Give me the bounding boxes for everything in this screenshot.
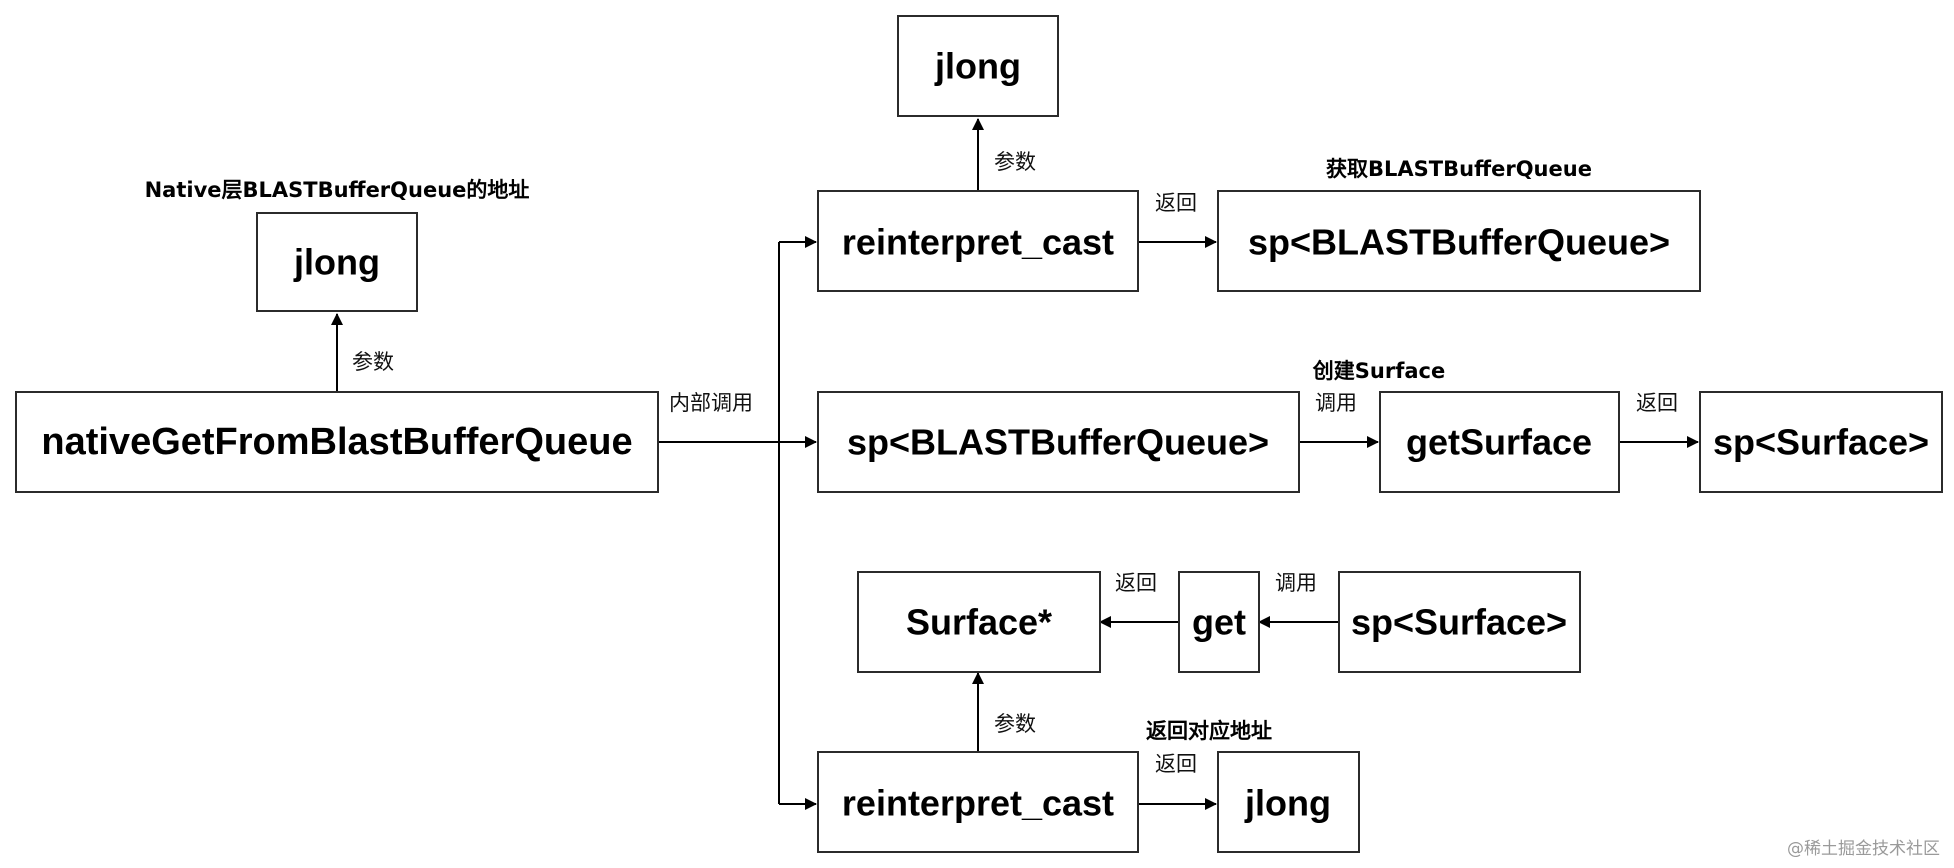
edge-label-return-top: 返回: [1155, 191, 1197, 215]
node-sp-surface-right-label: sp<Surface>: [1713, 422, 1929, 463]
node-get-label: get: [1192, 602, 1246, 643]
node-sp-bbq-return: sp<BLASTBufferQueue>: [1217, 190, 1701, 292]
node-jlong-param: jlong: [256, 212, 418, 312]
caption-native-address: Native层BLASTBufferQueue的地址: [145, 178, 530, 202]
edge-label-param-bottom: 参数: [994, 712, 1036, 736]
captions: Native层BLASTBufferQueue的地址 获取BLASTBuffer…: [145, 157, 1592, 743]
node-jlong-bottom-label: jlong: [1244, 783, 1331, 824]
node-sp-surface-low-label: sp<Surface>: [1351, 602, 1567, 643]
node-cast-top-label: reinterpret_cast: [842, 222, 1114, 263]
node-surface-ptr: Surface*: [857, 571, 1101, 673]
edge-label-return-bottom: 返回: [1155, 752, 1197, 776]
watermark: @稀土掘金技术社区: [1787, 839, 1940, 859]
node-cast-bottom-label: reinterpret_cast: [842, 783, 1114, 824]
edge-label-return-mid: 返回: [1636, 391, 1678, 415]
node-sp-bbq-mid-label: sp<BLASTBufferQueue>: [847, 422, 1269, 463]
node-get-surface: getSurface: [1379, 391, 1620, 493]
node-jlong-top-label: jlong: [934, 46, 1021, 87]
node-sp-surface-right: sp<Surface>: [1699, 391, 1943, 493]
node-cast-top: reinterpret_cast: [817, 190, 1139, 292]
edges: [331, 118, 1699, 810]
edge-label-call-mid: 调用: [1315, 391, 1357, 415]
edge-label-param-top: 参数: [994, 150, 1036, 174]
caption-get-bbq: 获取BLASTBufferQueue: [1326, 157, 1592, 181]
edge-labels: 参数 内部调用 参数 返回 调用 返回 返回 调用 参数 返回: [352, 150, 1678, 776]
node-get-surface-label: getSurface: [1406, 422, 1592, 463]
edge-label-internal-call: 内部调用: [669, 391, 753, 415]
node-root-label: nativeGetFromBlastBufferQueue: [41, 421, 632, 463]
node-cast-bottom: reinterpret_cast: [817, 751, 1139, 853]
node-sp-bbq-return-label: sp<BLASTBufferQueue>: [1248, 222, 1670, 263]
node-surface-ptr-label: Surface*: [906, 602, 1052, 643]
edge-label-return-low: 返回: [1115, 571, 1157, 595]
node-sp-bbq-mid: sp<BLASTBufferQueue>: [817, 391, 1300, 493]
node-root: nativeGetFromBlastBufferQueue: [15, 391, 659, 493]
node-jlong-bottom: jlong: [1217, 751, 1360, 853]
node-jlong-top: jlong: [897, 15, 1059, 117]
node-jlong-param-label: jlong: [293, 242, 380, 283]
caption-return-address: 返回对应地址: [1146, 719, 1272, 743]
node-get: get: [1178, 571, 1260, 673]
edge-label-param-left: 参数: [352, 350, 394, 374]
node-sp-surface-low: sp<Surface>: [1338, 571, 1581, 673]
caption-create-surface: 创建Surface: [1312, 359, 1445, 383]
edge-label-call-low: 调用: [1275, 571, 1317, 595]
